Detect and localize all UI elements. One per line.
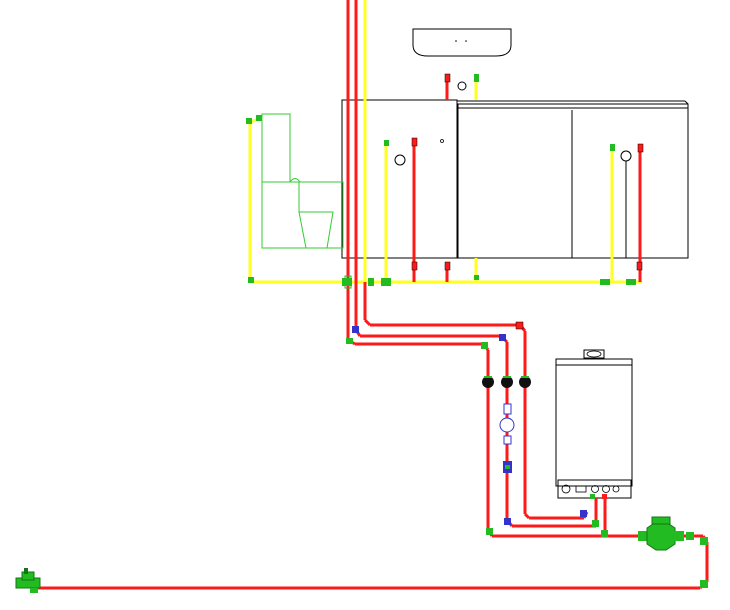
water-meter: [638, 516, 684, 551]
kitchen-cabinet: [341, 99, 458, 259]
cold-water-pipes: [248, 0, 642, 284]
hot-water-pipes: [30, 0, 709, 590]
wall-hung-gas-boiler: [555, 349, 633, 499]
washbasin-siphon: [457, 81, 467, 91]
inline-filter: [499, 403, 515, 445]
water-inlet: [15, 568, 41, 593]
toilet: [261, 113, 344, 249]
siphon-icon: [620, 150, 632, 162]
siphon-icon: [394, 154, 406, 166]
kitchen-counter: [457, 100, 689, 259]
pipe-fittings: [246, 73, 708, 588]
check-valve: [503, 461, 512, 473]
washbasin: [412, 28, 512, 57]
stopcock-valves: [482, 376, 531, 388]
